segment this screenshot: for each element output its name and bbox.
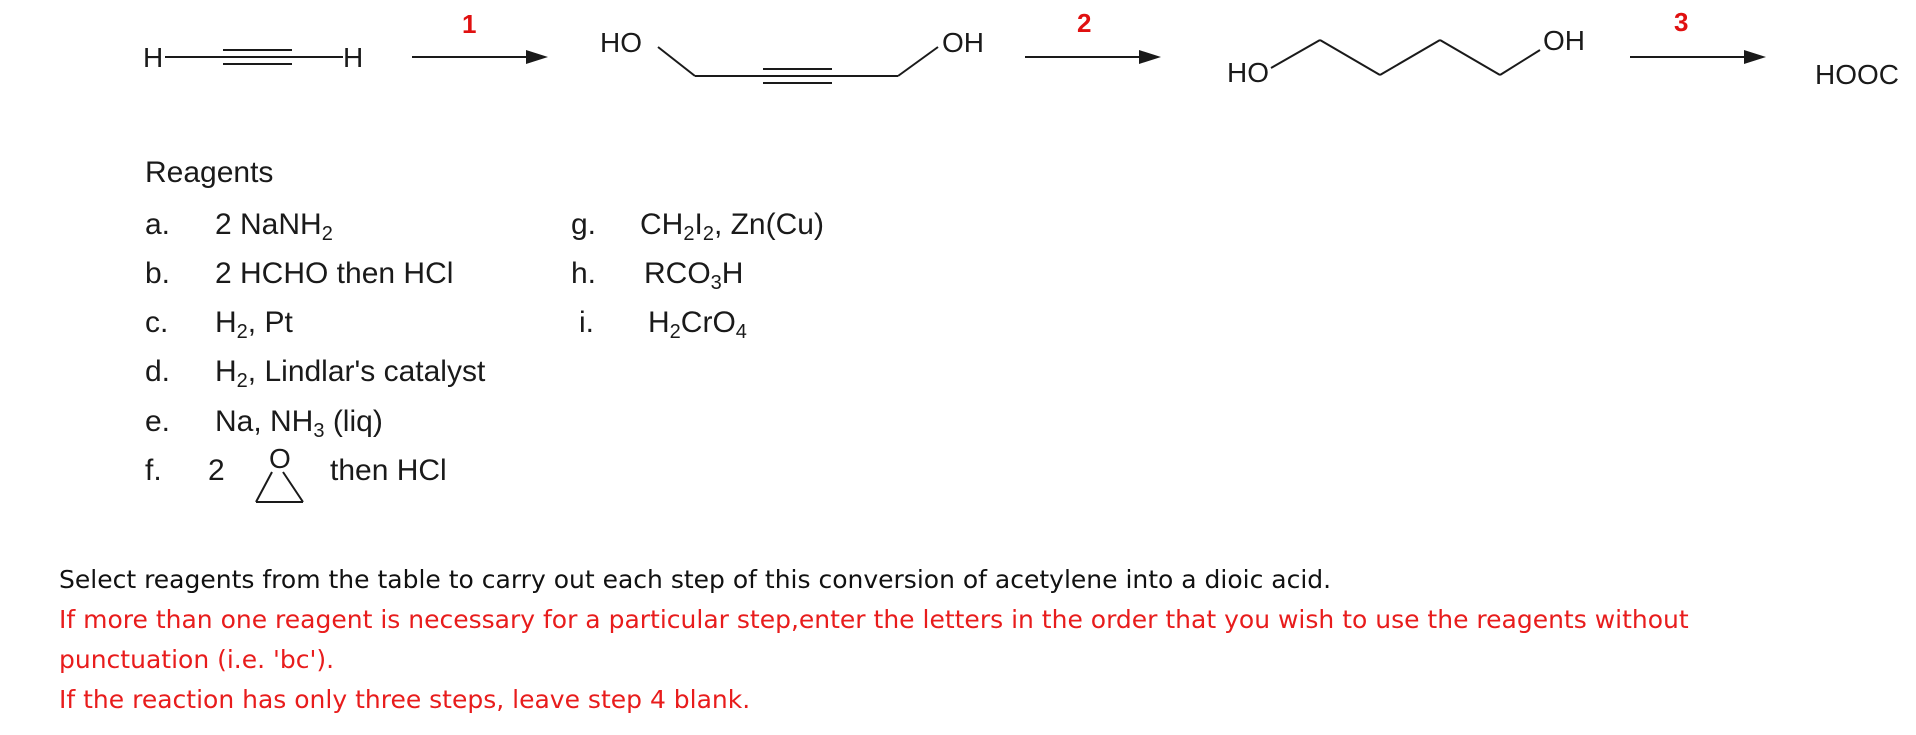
reagent-g-part1: CH — [640, 208, 684, 241]
reaction-scheme: H H 1 HO OH 2 HO OH 3 — [0, 0, 1916, 170]
reagent-c-suffix: , Pt — [247, 306, 293, 339]
reagent-a-letter: a. — [145, 208, 171, 241]
reagent-c-formula: H — [215, 306, 237, 339]
diol-ho: HO — [1227, 57, 1269, 88]
reagent-b-text: 2 HCHO then HCl — [215, 257, 454, 290]
reagents-heading: Reagents — [145, 156, 274, 189]
epoxide-oxygen: O — [269, 443, 291, 474]
reagent-c-text: H2, Pt — [215, 306, 293, 343]
reagent-h-subscript: 3 — [710, 272, 722, 294]
diol-oh: OH — [1543, 25, 1585, 56]
diol-bond-4 — [1439, 39, 1501, 76]
product-hooc: HOOC — [1815, 59, 1899, 90]
reagent-g-subscript1: 2 — [683, 223, 695, 245]
reagent-e-suffix: (liq) — [324, 405, 383, 438]
reagent-f-text: then HCl — [330, 454, 447, 487]
diolyne-bond-4 — [897, 46, 939, 77]
reagent-f-count: 2 — [208, 454, 225, 487]
step-1-label: 1 — [462, 9, 476, 39]
reagent-g-letter: g. — [571, 208, 597, 241]
reagent-d-letter: d. — [145, 355, 171, 388]
reagent-f-letter: f. — [145, 454, 162, 487]
reagent-c-letter: c. — [145, 306, 169, 339]
diolyne-ho: HO — [600, 27, 642, 58]
scheme-drawing: H H 1 HO OH 2 HO OH 3 — [143, 7, 1899, 90]
reagent-d-subscript: 2 — [236, 370, 248, 392]
reagent-a-text: 2 NaNH2 — [215, 208, 333, 245]
reagent-d-text: H2, Lindlar's catalyst — [215, 355, 486, 392]
epoxide-bond-right — [282, 471, 304, 503]
reagent-h-formula: RCO — [644, 257, 711, 290]
reagent-i-subscript1: 2 — [669, 321, 681, 343]
instruction-line-4: If the reaction has only three steps, le… — [59, 685, 751, 714]
reagent-c-subscript: 2 — [236, 321, 248, 343]
arrow-3-head — [1744, 50, 1766, 64]
reagent-e-formula: Na, NH — [215, 405, 314, 438]
instruction-line-1: Select reagents from the table to carry … — [59, 565, 1332, 594]
instruction-line-3: punctuation (i.e. 'bc'). — [59, 645, 335, 674]
reagent-h-text: RCO3H — [644, 257, 744, 294]
diol-bond-1 — [1270, 39, 1321, 69]
diolyne-bond-1 — [657, 46, 696, 77]
acetylene-left-h: H — [143, 42, 163, 73]
reagent-b-letter: b. — [145, 257, 171, 290]
epoxide-ring-icon: O — [255, 443, 304, 503]
reagent-a-subscript: 2 — [321, 223, 333, 245]
diolyne-oh: OH — [942, 27, 984, 58]
epoxide-bond-left — [255, 471, 273, 503]
reagent-i-letter: i. — [579, 306, 594, 339]
reagent-d-formula: H — [215, 355, 237, 388]
diol-bond-5 — [1499, 49, 1541, 76]
reagent-h-letter: h. — [571, 257, 597, 290]
reagent-g-part3: , Zn(Cu) — [713, 208, 824, 241]
step-2-label: 2 — [1077, 8, 1091, 38]
reagent-e-letter: e. — [145, 405, 171, 438]
reagent-e-text: Na, NH3 (liq) — [215, 405, 383, 442]
reagent-i-part1: H — [648, 306, 670, 339]
acetylene-right-h: H — [343, 42, 363, 73]
reagent-e-subscript: 3 — [313, 420, 325, 442]
reagent-i-text: H2CrO4 — [648, 306, 747, 343]
diol-bond-2 — [1319, 39, 1381, 76]
reagent-a-formula: 2 NaNH — [215, 208, 322, 241]
reagent-g-subscript2: 2 — [702, 223, 714, 245]
reagent-d-suffix: , Lindlar's catalyst — [247, 355, 486, 388]
step-3-label: 3 — [1674, 7, 1688, 37]
reagent-h-suffix: H — [721, 257, 744, 290]
instruction-line-2: If more than one reagent is necessary fo… — [59, 605, 1689, 634]
arrow-2-head — [1139, 50, 1161, 64]
diol-bond-3 — [1379, 39, 1441, 76]
reagent-g-part2: I — [694, 208, 703, 241]
reagent-g-text: CH2I2, Zn(Cu) — [640, 208, 824, 245]
reagent-i-part2: CrO — [680, 306, 736, 339]
reagent-i-subscript2: 4 — [735, 321, 747, 343]
arrow-1-head — [526, 50, 548, 64]
